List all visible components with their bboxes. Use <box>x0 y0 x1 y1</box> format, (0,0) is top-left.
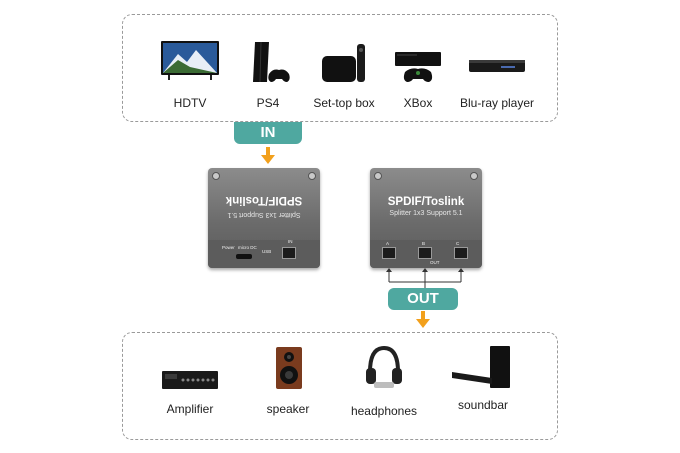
usb-label: USB <box>262 249 272 254</box>
device-label: Set-top box <box>313 96 375 110</box>
down-arrow-icon <box>261 147 275 164</box>
device-label: HDTV <box>173 96 207 110</box>
box-subtitle: Splitter 1x3 Support 5.1 <box>227 211 301 218</box>
input-devices-panel <box>122 14 558 122</box>
device-hdtv: HDTV <box>160 40 220 110</box>
device-ps4: PS4 <box>238 40 298 110</box>
in-port-label: IN <box>288 239 293 244</box>
power-label: Power <box>222 245 235 250</box>
output-connector-lines <box>386 268 464 288</box>
soundbar-icon <box>452 346 510 388</box>
xbox-icon <box>395 52 441 82</box>
optical-in-port <box>282 247 296 259</box>
back-panel <box>208 240 320 268</box>
screw <box>374 172 382 180</box>
tv-icon <box>161 41 219 80</box>
device-label: soundbar <box>457 398 509 412</box>
device-headphones: headphones <box>350 342 418 422</box>
device-label: PS4 <box>256 96 280 110</box>
device-label: XBox <box>403 96 433 110</box>
box-subtitle: Splitter 1x3 Support 5.1 <box>389 210 463 217</box>
bluray-player-icon <box>469 60 525 72</box>
rotated-title-group: SPDIF/Toslink Splitter 1x3 Support 5.1 <box>208 186 320 226</box>
in-tab: IN <box>234 122 302 144</box>
down-arrow-icon <box>416 311 430 328</box>
out-port-label: OUT <box>430 260 440 265</box>
optical-out-port-b <box>418 247 432 259</box>
screw <box>308 172 316 180</box>
box-title: SPDIF/Toslink <box>387 196 465 208</box>
optical-out-port-a <box>382 247 396 259</box>
device-speaker: speaker <box>258 345 318 425</box>
micro-label: micro DC <box>238 245 257 250</box>
micro-usb-port <box>236 254 252 259</box>
splitter-front-view: SPDIF/Toslink Splitter 1x3 Support 5.1 A… <box>370 168 482 268</box>
device-label: Amplifier <box>166 402 214 416</box>
output-devices-panel <box>122 332 558 440</box>
screw <box>212 172 220 180</box>
amplifier-icon <box>162 371 218 389</box>
device-xbox: XBox <box>388 40 448 110</box>
splitter-back-view: SPDIF/Toslink Splitter 1x3 Support 5.1 P… <box>208 168 320 268</box>
port-a-label: A <box>386 241 390 246</box>
optical-out-port-c <box>454 247 468 259</box>
device-bluray-player: Blu-ray player <box>459 40 535 110</box>
device-soundbar: soundbar <box>448 342 518 422</box>
out-tab: OUT <box>388 288 458 310</box>
port-b-label: B <box>422 241 426 246</box>
screw <box>470 172 478 180</box>
device-amplifier: Amplifier <box>160 355 220 425</box>
device-label: headphones <box>350 404 418 418</box>
device-label: Blu-ray player <box>459 96 535 110</box>
settop-box-icon <box>322 44 365 82</box>
device-label: speaker <box>266 402 310 416</box>
box-title: SPDIF/Toslink <box>225 194 303 206</box>
headphones-icon <box>366 345 402 388</box>
speaker-icon <box>276 347 302 389</box>
device-settop-box: Set-top box <box>313 40 375 110</box>
console-icon <box>253 41 290 83</box>
port-c-label: C <box>456 241 460 246</box>
